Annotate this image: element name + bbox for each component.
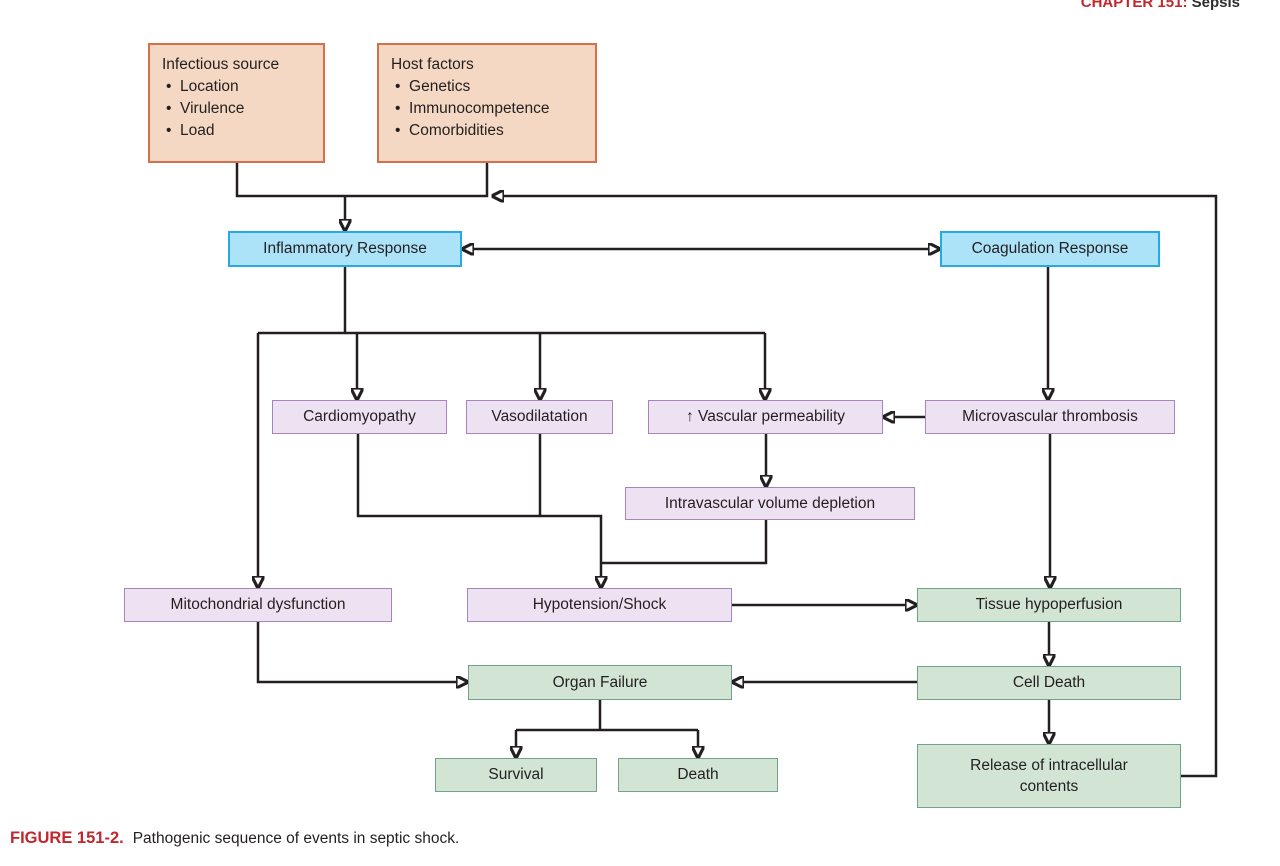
node-cell-death: Cell Death (917, 666, 1181, 700)
chapter-header: CHAPTER 151: Sepsis (1081, 0, 1240, 13)
node-intravascular-volume-depletion: Intravascular volume depletion (625, 487, 915, 520)
chapter-title: Sepsis (1191, 0, 1240, 11)
chapter-number: CHAPTER 151: (1080, 0, 1188, 11)
host-factors-bullet: Comorbidities (391, 120, 585, 142)
host-factors-title: Host factors (391, 56, 474, 73)
figure-caption: FIGURE 151-2. Pathogenic sequence of even… (10, 829, 459, 848)
node-tissue-hypoperfusion: Tissue hypoperfusion (917, 588, 1181, 622)
node-survival: Survival (435, 758, 597, 792)
node-vasodilatation: Vasodilatation (466, 400, 613, 434)
figure-caption-text: Pathogenic sequence of events in septic … (132, 830, 460, 847)
node-cardiomyopathy: Cardiomyopathy (272, 400, 447, 434)
host-factors-bullet: Genetics (391, 76, 585, 98)
connector-depletion-to-hypotension (601, 520, 768, 565)
node-release-intracellular-contents: Release of intracellular contents (917, 744, 1181, 808)
infectious-source-bullet: Virulence (162, 98, 313, 120)
infectious-source-bullet: Load (162, 120, 313, 142)
node-host-factors: Host factors Genetics Immunocompetence C… (377, 43, 597, 163)
node-hypotension-shock: Hypotension/Shock (467, 588, 732, 622)
node-microvascular-thrombosis: Microvascular thrombosis (925, 400, 1175, 434)
infectious-source-title: Infectious source (162, 56, 280, 73)
node-coagulation-response: Coagulation Response (940, 231, 1160, 267)
arrow-merge-to-hypotension (356, 434, 601, 576)
connector-organ-failure-split (516, 700, 698, 732)
node-mitochondrial-dysfunction: Mitochondrial dysfunction (124, 588, 392, 622)
connector-sources-join (235, 163, 489, 198)
node-vascular-permeability: ↑ Vascular permeability (648, 400, 883, 434)
host-factors-bullet: Immunocompetence (391, 98, 585, 120)
figure-label: FIGURE 151-2. (10, 829, 124, 847)
node-inflammatory-response: Inflammatory Response (228, 231, 462, 267)
infectious-source-bullet: Location (162, 76, 313, 98)
node-death: Death (618, 758, 778, 792)
arrow-feedback-loop (504, 196, 1218, 778)
node-infectious-source: Infectious source Location Virulence Loa… (148, 43, 325, 163)
node-organ-failure: Organ Failure (468, 665, 732, 700)
arrow-mitochondrial-to-organ-failure (256, 622, 456, 682)
